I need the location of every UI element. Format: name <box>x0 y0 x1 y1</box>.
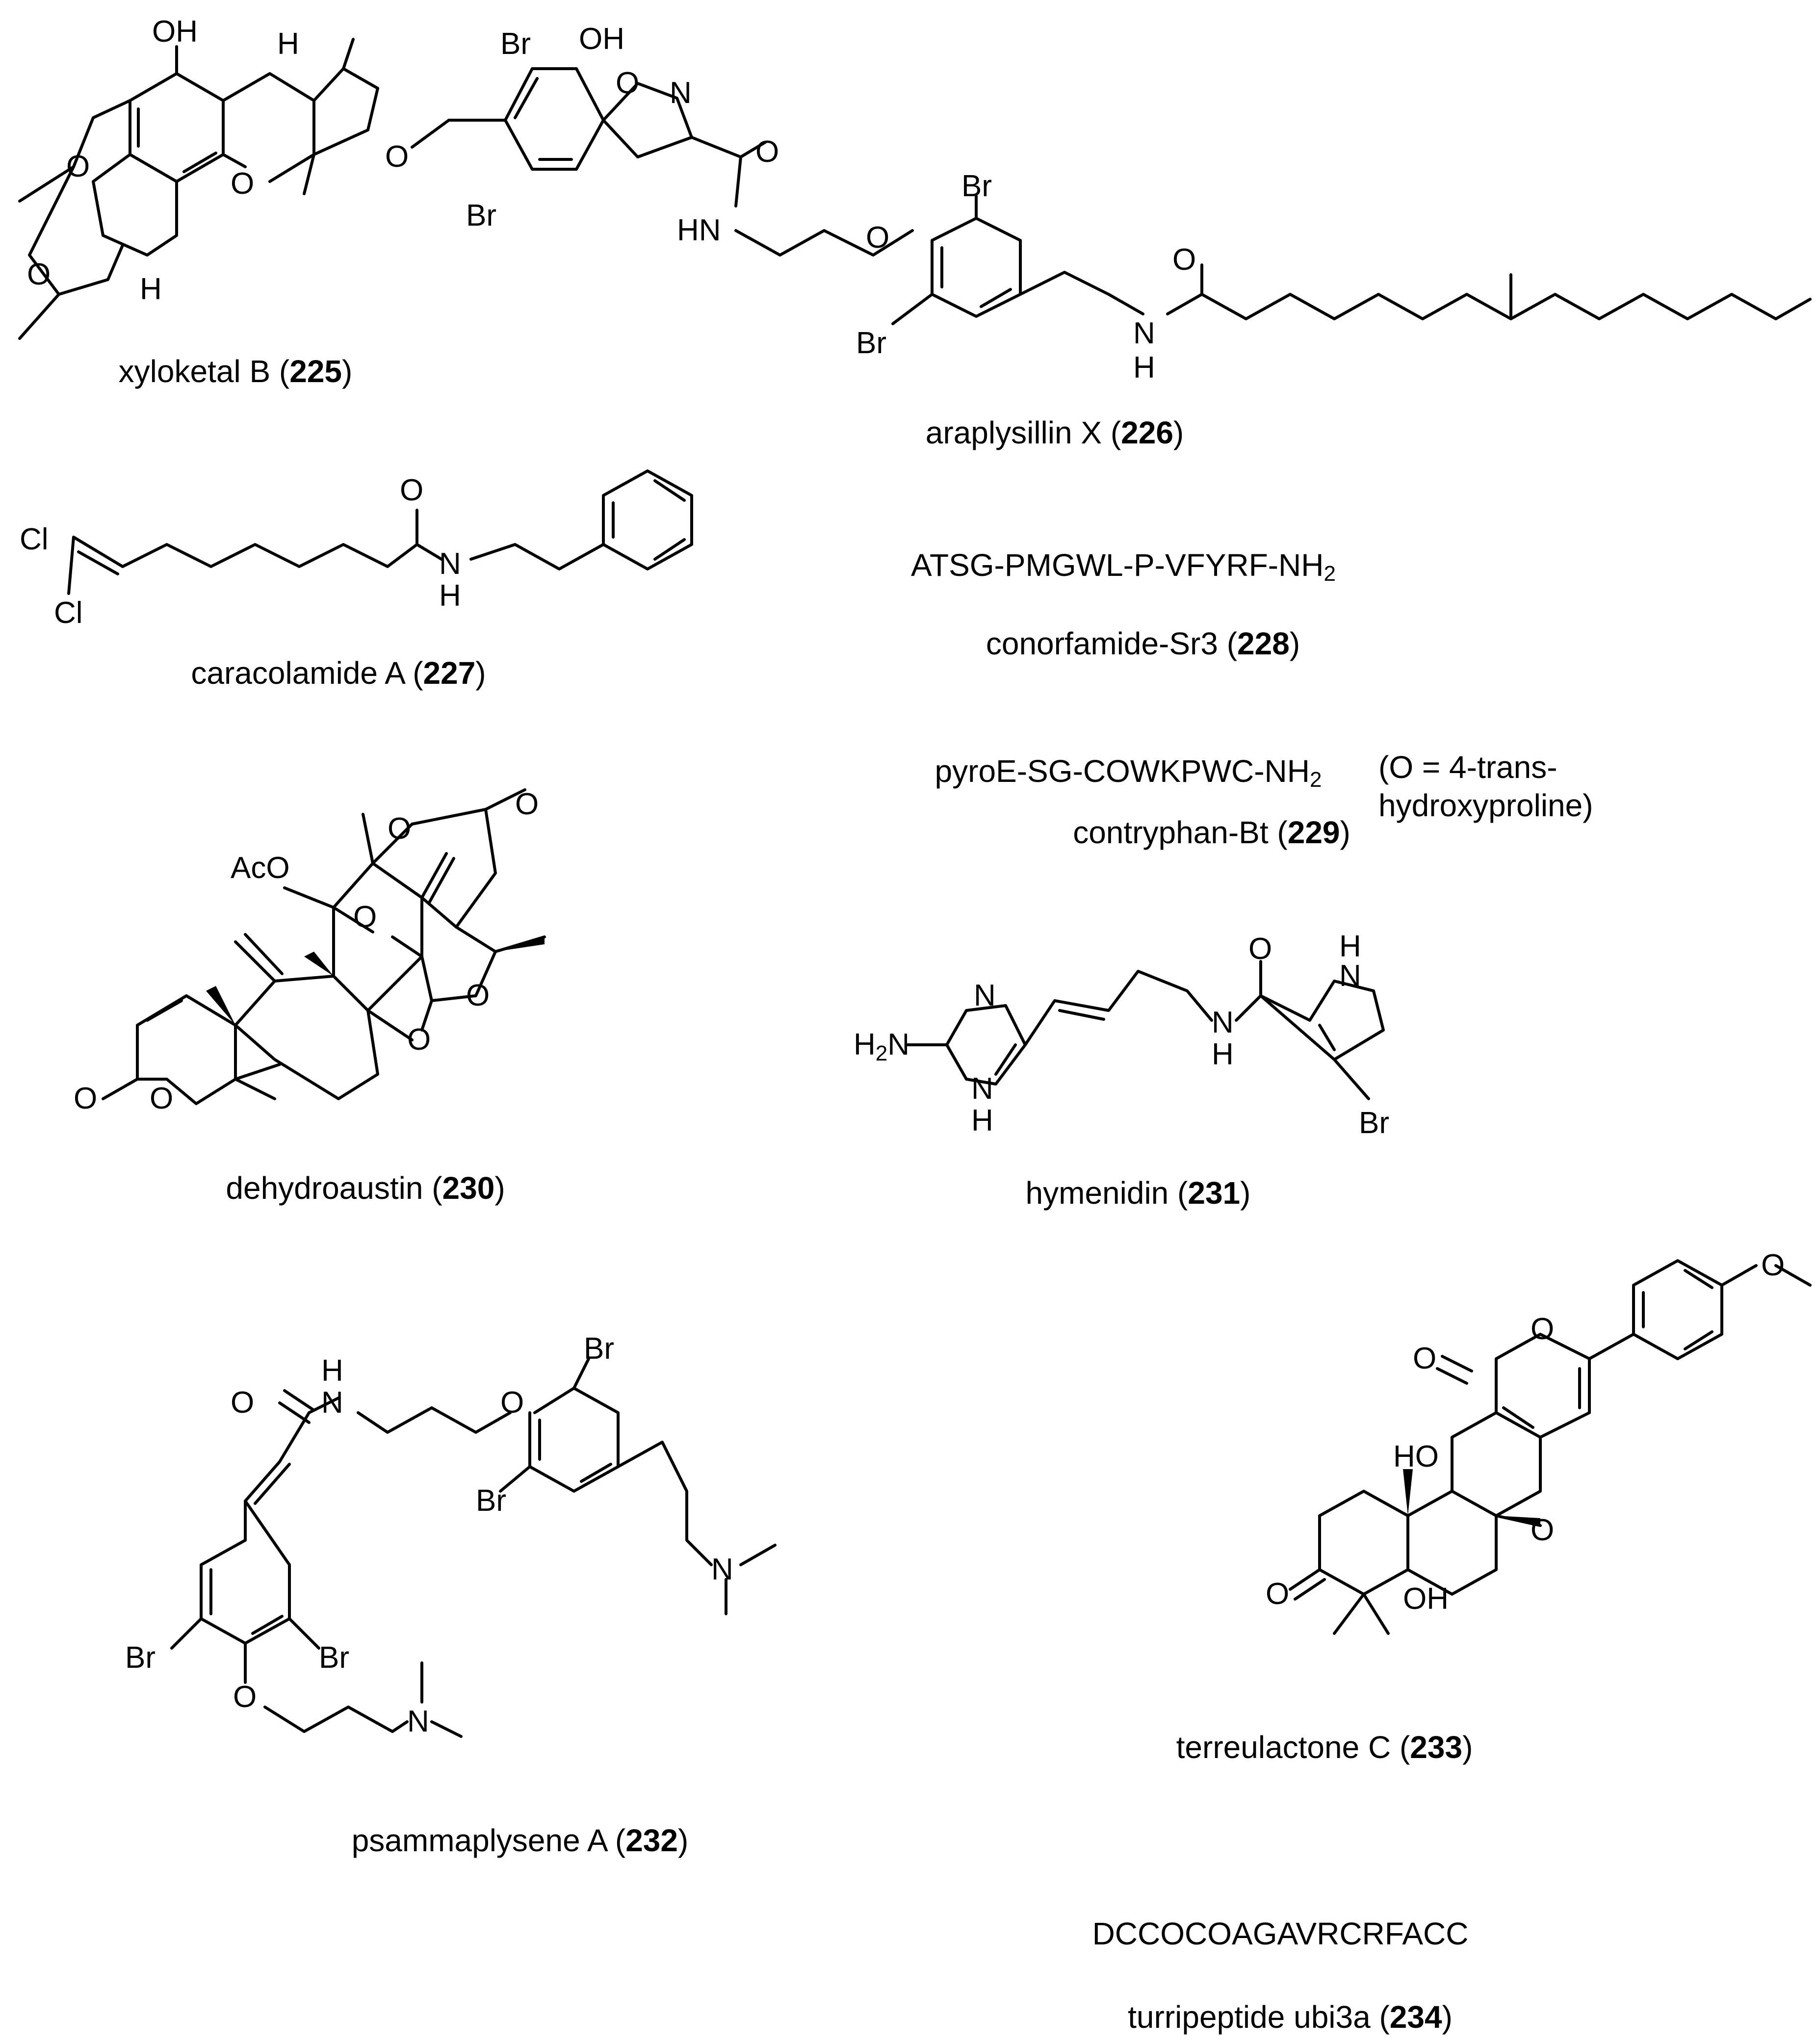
atom-label: O <box>1761 1248 1785 1282</box>
atom-label: O <box>74 1082 97 1115</box>
atom-label: N <box>1212 1006 1234 1039</box>
atom-label: Br <box>500 27 531 61</box>
atom-label: O <box>466 979 490 1012</box>
atom-label: O <box>150 1082 173 1115</box>
structure-225 <box>18 38 379 340</box>
atom-label: N <box>1133 316 1155 350</box>
sequence-234: DCCOCOAGAVRCRFACC <box>1092 1916 1469 1951</box>
atom-label: Cl <box>54 596 83 630</box>
atom-label: Br <box>466 199 496 233</box>
atom-label: O <box>1413 1342 1436 1375</box>
caption-231: hymenidin (231) <box>1025 1175 1251 1211</box>
atom-label: H <box>439 579 461 613</box>
atom-label: H <box>1133 351 1155 385</box>
atom-label: HO <box>1393 1440 1439 1474</box>
atom-label: H2N <box>854 1028 909 1065</box>
atom-label: Br <box>584 1332 614 1366</box>
atom-label: O <box>407 1023 431 1057</box>
caption-225: xyloketal B (225) <box>118 354 353 389</box>
atom-label: H <box>321 1354 343 1388</box>
wedge-bond <box>206 986 235 1025</box>
atom-label: O <box>353 900 377 934</box>
caption-230: dehydroaustin (230) <box>226 1170 505 1206</box>
atom-label: O <box>231 1386 254 1420</box>
structure-233 <box>1289 1259 1812 1635</box>
atom-label: N <box>971 1072 993 1106</box>
atom-label: Br <box>319 1641 349 1675</box>
structure-230 <box>102 788 546 1105</box>
atom-label: N <box>974 979 996 1012</box>
atom-label: O <box>388 812 411 846</box>
atom-label: OH <box>579 22 624 56</box>
sequence-228: ATSG-PMGWL-P-VFYRF-NH2 <box>911 547 1336 586</box>
caption-228: conorfamide-Sr3 (228) <box>986 626 1300 661</box>
atom-label: O <box>233 1680 257 1714</box>
atom-label: O <box>27 258 51 291</box>
caption-227: caracolamide A (227) <box>191 655 486 691</box>
atom-label: O <box>385 140 409 174</box>
atom-label: O <box>1248 932 1272 966</box>
atom-label: Cl <box>20 522 49 556</box>
atom-label: N <box>1339 959 1361 993</box>
atom-label: O <box>515 787 539 821</box>
atom-label: OH <box>152 15 198 49</box>
atom-label: OH <box>1403 1582 1449 1616</box>
atom-label: N <box>670 76 692 110</box>
atom-label: Br <box>856 326 886 360</box>
atom-label: H <box>277 27 299 61</box>
atom-label: O <box>1531 1513 1554 1547</box>
atom-label: O <box>755 135 779 169</box>
wedge-bond <box>1496 1516 1540 1526</box>
atom-label: O <box>231 167 254 201</box>
atom-label: N <box>439 547 461 581</box>
wedge-bond <box>304 952 334 976</box>
caption-229: contryphan-Bt (229) <box>1073 815 1350 850</box>
note-229: (O = 4-trans- hydroxyproline) <box>1378 750 1593 823</box>
atom-label: O <box>1172 243 1196 277</box>
atom-label: N <box>321 1386 343 1420</box>
caption-232: psammaplysene A (232) <box>351 1823 689 1858</box>
atom-label: O <box>866 221 889 255</box>
atom-label: O <box>1531 1312 1554 1346</box>
sequence-229: pyroE-SG-COWKPWC-NH2 <box>934 753 1322 792</box>
caption-233: terreulactone C (233) <box>1176 1730 1473 1765</box>
atom-label: O <box>500 1386 524 1420</box>
structure-227 <box>67 469 693 595</box>
wedge-bond <box>495 937 545 952</box>
atom-label: Br <box>961 169 992 203</box>
structure-226 <box>411 67 1812 325</box>
atom-label: O <box>66 150 90 183</box>
atom-label: H <box>1212 1037 1234 1071</box>
atom-label: Br <box>476 1484 506 1518</box>
atom-label: O <box>616 66 639 100</box>
atom-label: O <box>1266 1577 1289 1611</box>
atom-label: AcO <box>231 851 290 885</box>
atom-label: Br <box>1359 1106 1389 1140</box>
atom-label: H <box>1339 930 1361 963</box>
structure-232 <box>170 1357 777 1738</box>
wedge-bond <box>1403 1469 1413 1516</box>
atom-label: N <box>407 1705 429 1738</box>
structure-231 <box>906 960 1385 1100</box>
atom-label: Br <box>125 1641 156 1675</box>
atom-label: H <box>971 1104 993 1138</box>
caption-226: araplysillin X (226) <box>925 415 1184 450</box>
atom-label: O <box>400 473 423 507</box>
atom-label: H <box>140 272 162 306</box>
atom-label: HN <box>677 213 721 247</box>
atom-label: N <box>711 1552 733 1586</box>
caption-234: turripeptide ubi3a (234) <box>1128 1999 1453 2035</box>
